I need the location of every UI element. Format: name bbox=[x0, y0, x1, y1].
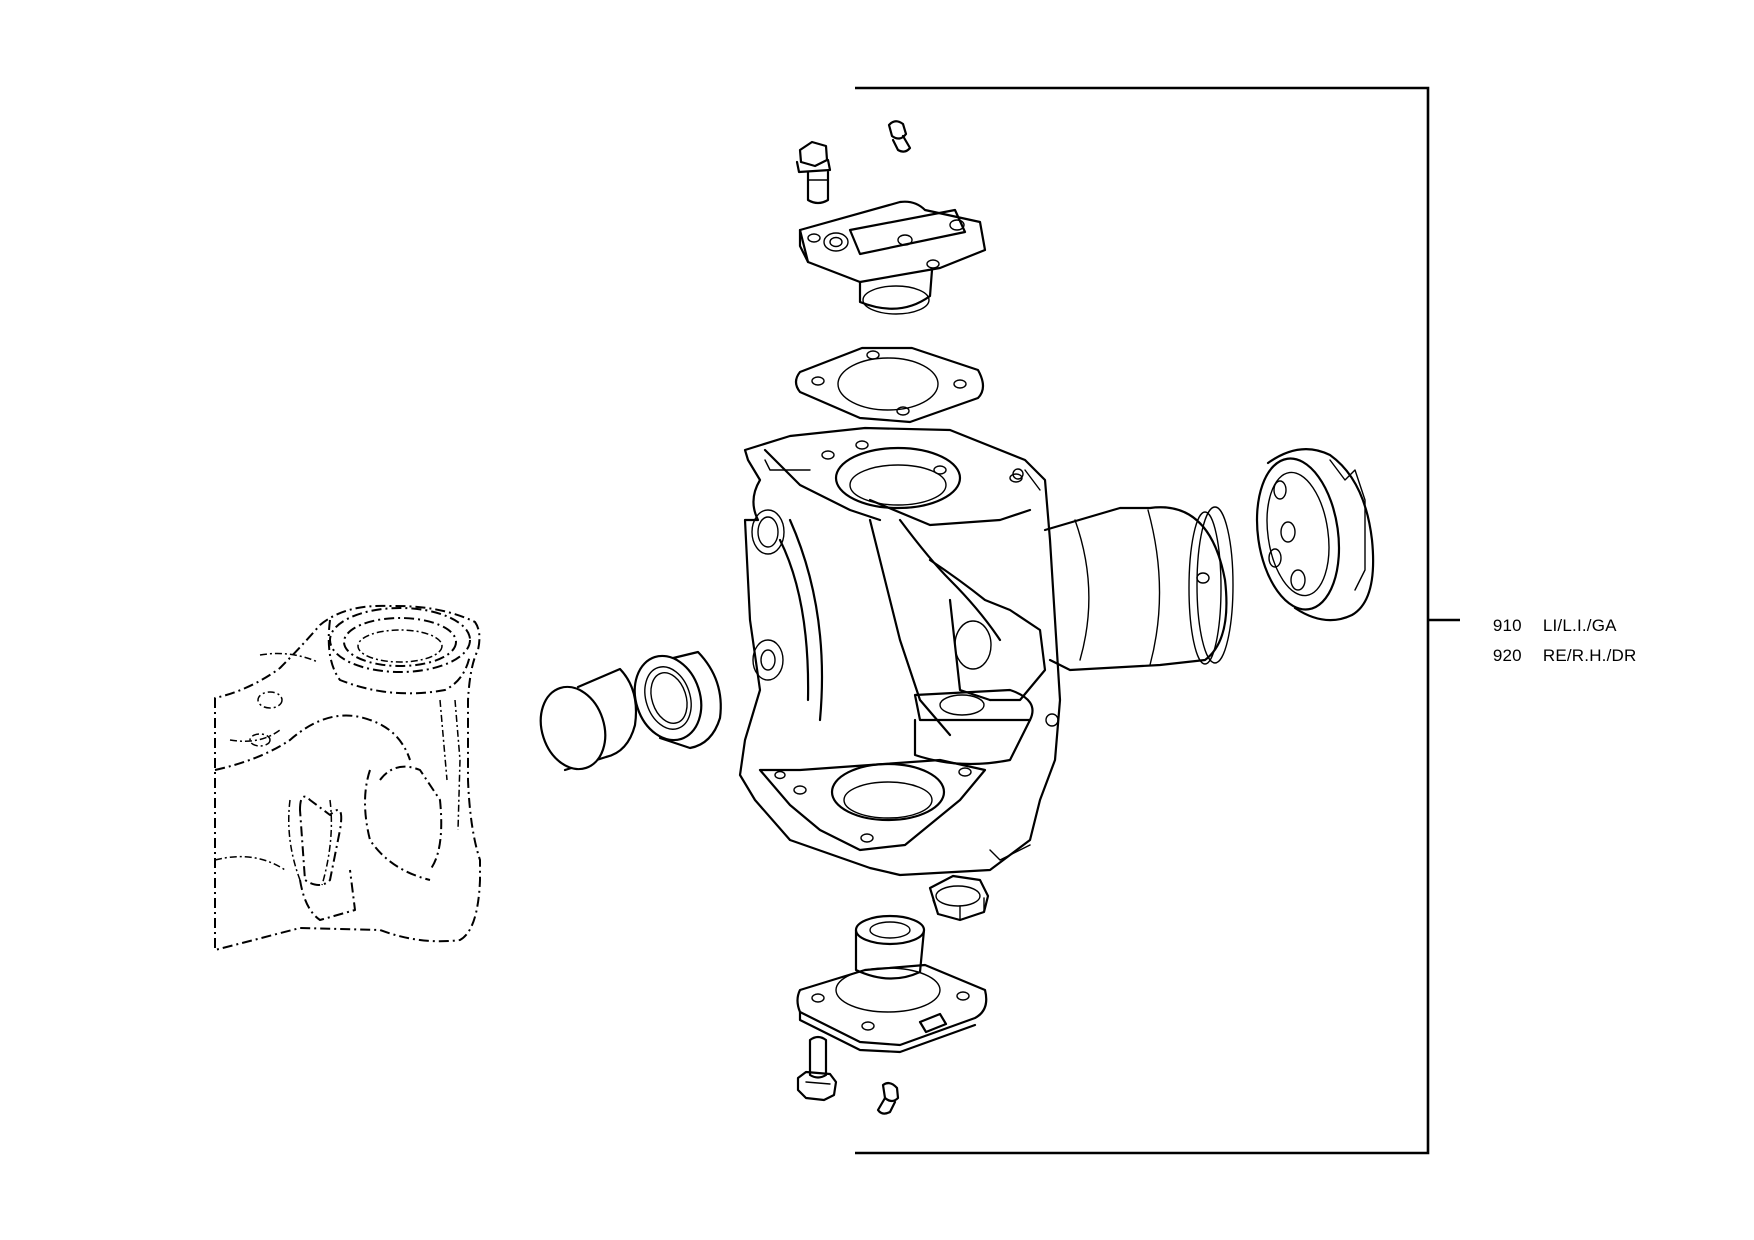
axle-housing-dashed bbox=[214, 604, 481, 951]
seal-ring bbox=[633, 650, 722, 750]
callout-920-text: RE/R.H./DR bbox=[1542, 646, 1637, 665]
bottom-kingpin-cover bbox=[796, 914, 988, 1054]
callout-920: 920 RE/R.H./DR bbox=[1483, 626, 1636, 666]
bottom-bolt bbox=[796, 1035, 838, 1102]
callout-910: 910 LI/L.I./GA bbox=[1483, 596, 1617, 636]
top-kingpin-cover bbox=[798, 200, 987, 315]
callout-910-text: LI/L.I./GA bbox=[1542, 616, 1617, 635]
bottom-grease-nipple bbox=[876, 1081, 900, 1115]
hex-nut bbox=[928, 874, 990, 922]
steering-knuckle bbox=[738, 426, 1062, 877]
stub-axle bbox=[1043, 506, 1234, 672]
callout-920-number: 920 bbox=[1492, 646, 1522, 665]
top-gasket bbox=[794, 346, 985, 424]
top-bolt bbox=[795, 140, 832, 205]
top-grease-nipple bbox=[887, 120, 912, 153]
callout-910-number: 910 bbox=[1492, 616, 1522, 635]
assembly-bracket bbox=[855, 86, 1460, 1155]
bushing bbox=[539, 667, 638, 772]
outer-ring bbox=[1255, 448, 1375, 622]
